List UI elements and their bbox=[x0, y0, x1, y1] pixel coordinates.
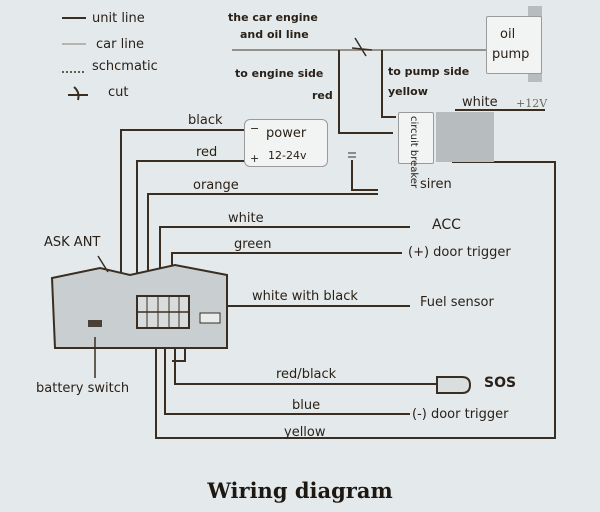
pump-side-wire bbox=[381, 50, 396, 118]
power-label: power bbox=[266, 126, 307, 141]
yellow-return-wire bbox=[155, 161, 556, 439]
siren-label: siren bbox=[420, 177, 452, 192]
cut-icon bbox=[68, 86, 88, 101]
battery-switch-icon bbox=[88, 320, 102, 327]
blue-wire bbox=[164, 330, 410, 415]
yellow-wire-label: yellow bbox=[284, 425, 326, 440]
engine-header-line2: and oil line bbox=[240, 28, 309, 41]
red-wire bbox=[136, 160, 247, 296]
circuit-breaker-box bbox=[398, 112, 434, 164]
diagram-title: Wiring diagram bbox=[207, 478, 393, 503]
engine-wire-label: red bbox=[312, 89, 333, 102]
orange-wire bbox=[147, 193, 378, 296]
white-wire-label-acc: white bbox=[228, 211, 264, 226]
pump-side-label: to pump side bbox=[388, 65, 470, 78]
oil-pump-box bbox=[486, 16, 542, 74]
engine-header-line1: the car engine bbox=[228, 11, 318, 24]
engine-side-label: to engine side bbox=[235, 67, 324, 80]
unit-slot bbox=[199, 312, 221, 324]
relay-block bbox=[436, 112, 494, 162]
black-wire-label: black bbox=[188, 113, 223, 128]
oil-pump-label-1: oil bbox=[500, 27, 516, 42]
blue-wire-label: blue bbox=[292, 398, 321, 413]
red-wire-label: red bbox=[196, 145, 218, 160]
legend-schematic: schcmatic bbox=[92, 59, 158, 74]
cut-mark-icon bbox=[351, 37, 373, 57]
battery-switch-label: battery switch bbox=[36, 381, 130, 396]
orange-wire-label: orange bbox=[193, 178, 239, 193]
ground-icon bbox=[351, 160, 378, 191]
antenna-label: ASK ANT bbox=[44, 235, 101, 250]
acc-label: ACC bbox=[432, 217, 461, 233]
white-wire-label: white bbox=[462, 95, 498, 110]
fuel-sensor-label: Fuel sensor bbox=[420, 295, 494, 310]
legend-car-line: car line bbox=[96, 37, 145, 52]
green-wire-label: green bbox=[234, 237, 272, 252]
circuit-breaker-label: circuit breaker bbox=[408, 116, 419, 189]
pump-wire-label: yellow bbox=[388, 85, 428, 98]
legend-cut: cut bbox=[108, 85, 129, 100]
engine-side-wire bbox=[338, 50, 393, 134]
power-plus-icon: + bbox=[250, 152, 260, 165]
sos-button-icon bbox=[436, 376, 472, 394]
door-trigger-neg-label: (-) door trigger bbox=[412, 407, 509, 422]
red-black-wire-label: red/black bbox=[276, 367, 337, 382]
power-voltage: 12-24v bbox=[268, 149, 307, 162]
white-black-wire-label: white with black bbox=[252, 289, 358, 304]
power-box bbox=[244, 119, 328, 167]
voltage-label: +12V bbox=[516, 97, 548, 110]
door-trigger-pos-label: (+) door trigger bbox=[408, 245, 511, 260]
sos-label: SOS bbox=[484, 375, 517, 391]
oil-pump-label-2: pump bbox=[492, 47, 530, 62]
legend-unit-line: unit line bbox=[92, 11, 145, 26]
power-minus-icon: − bbox=[250, 122, 260, 135]
black-wire bbox=[120, 129, 247, 296]
